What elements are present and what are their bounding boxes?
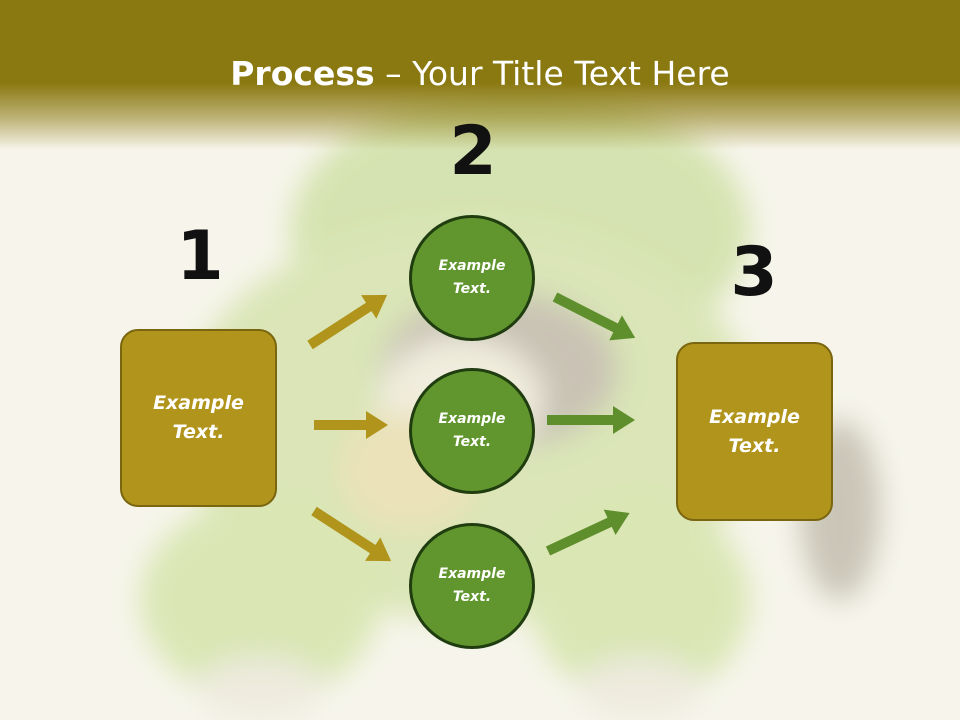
arrow-from-circle-top [552, 292, 636, 341]
box-step-1-line1: Example [153, 392, 244, 414]
title-rest: – Your Title Text Here [374, 54, 730, 93]
circle-top-line1: Example [438, 258, 506, 274]
arrow-to-circle-top [307, 294, 388, 350]
arrow-from-circle-middle [547, 406, 635, 434]
box-step-3-line2: Text. [728, 434, 781, 457]
circle-bottom-line2: Text. [452, 589, 492, 605]
step-number-3: 3 [730, 233, 778, 312]
title-bar [0, 0, 960, 150]
circle-top-line2: Text. [452, 281, 492, 297]
box-step-1-line2: Text. [172, 421, 225, 443]
step-number-2: 2 [449, 112, 497, 191]
circle-middle-line2: Text. [452, 434, 492, 450]
right-arrows [545, 292, 636, 556]
slide-title: Process – Your Title Text Here [0, 52, 960, 96]
title-bold: Process [230, 54, 375, 93]
left-arrows [307, 294, 392, 562]
arrow-to-circle-middle [314, 411, 388, 439]
circle-middle-line1: Example [438, 411, 506, 427]
circle-bottom-line1: Example [438, 566, 506, 582]
arrow-from-circle-bottom [545, 509, 630, 556]
arrow-to-circle-bottom [311, 506, 392, 562]
box-step-3-line1: Example [709, 405, 800, 428]
step-number-1: 1 [176, 217, 224, 296]
